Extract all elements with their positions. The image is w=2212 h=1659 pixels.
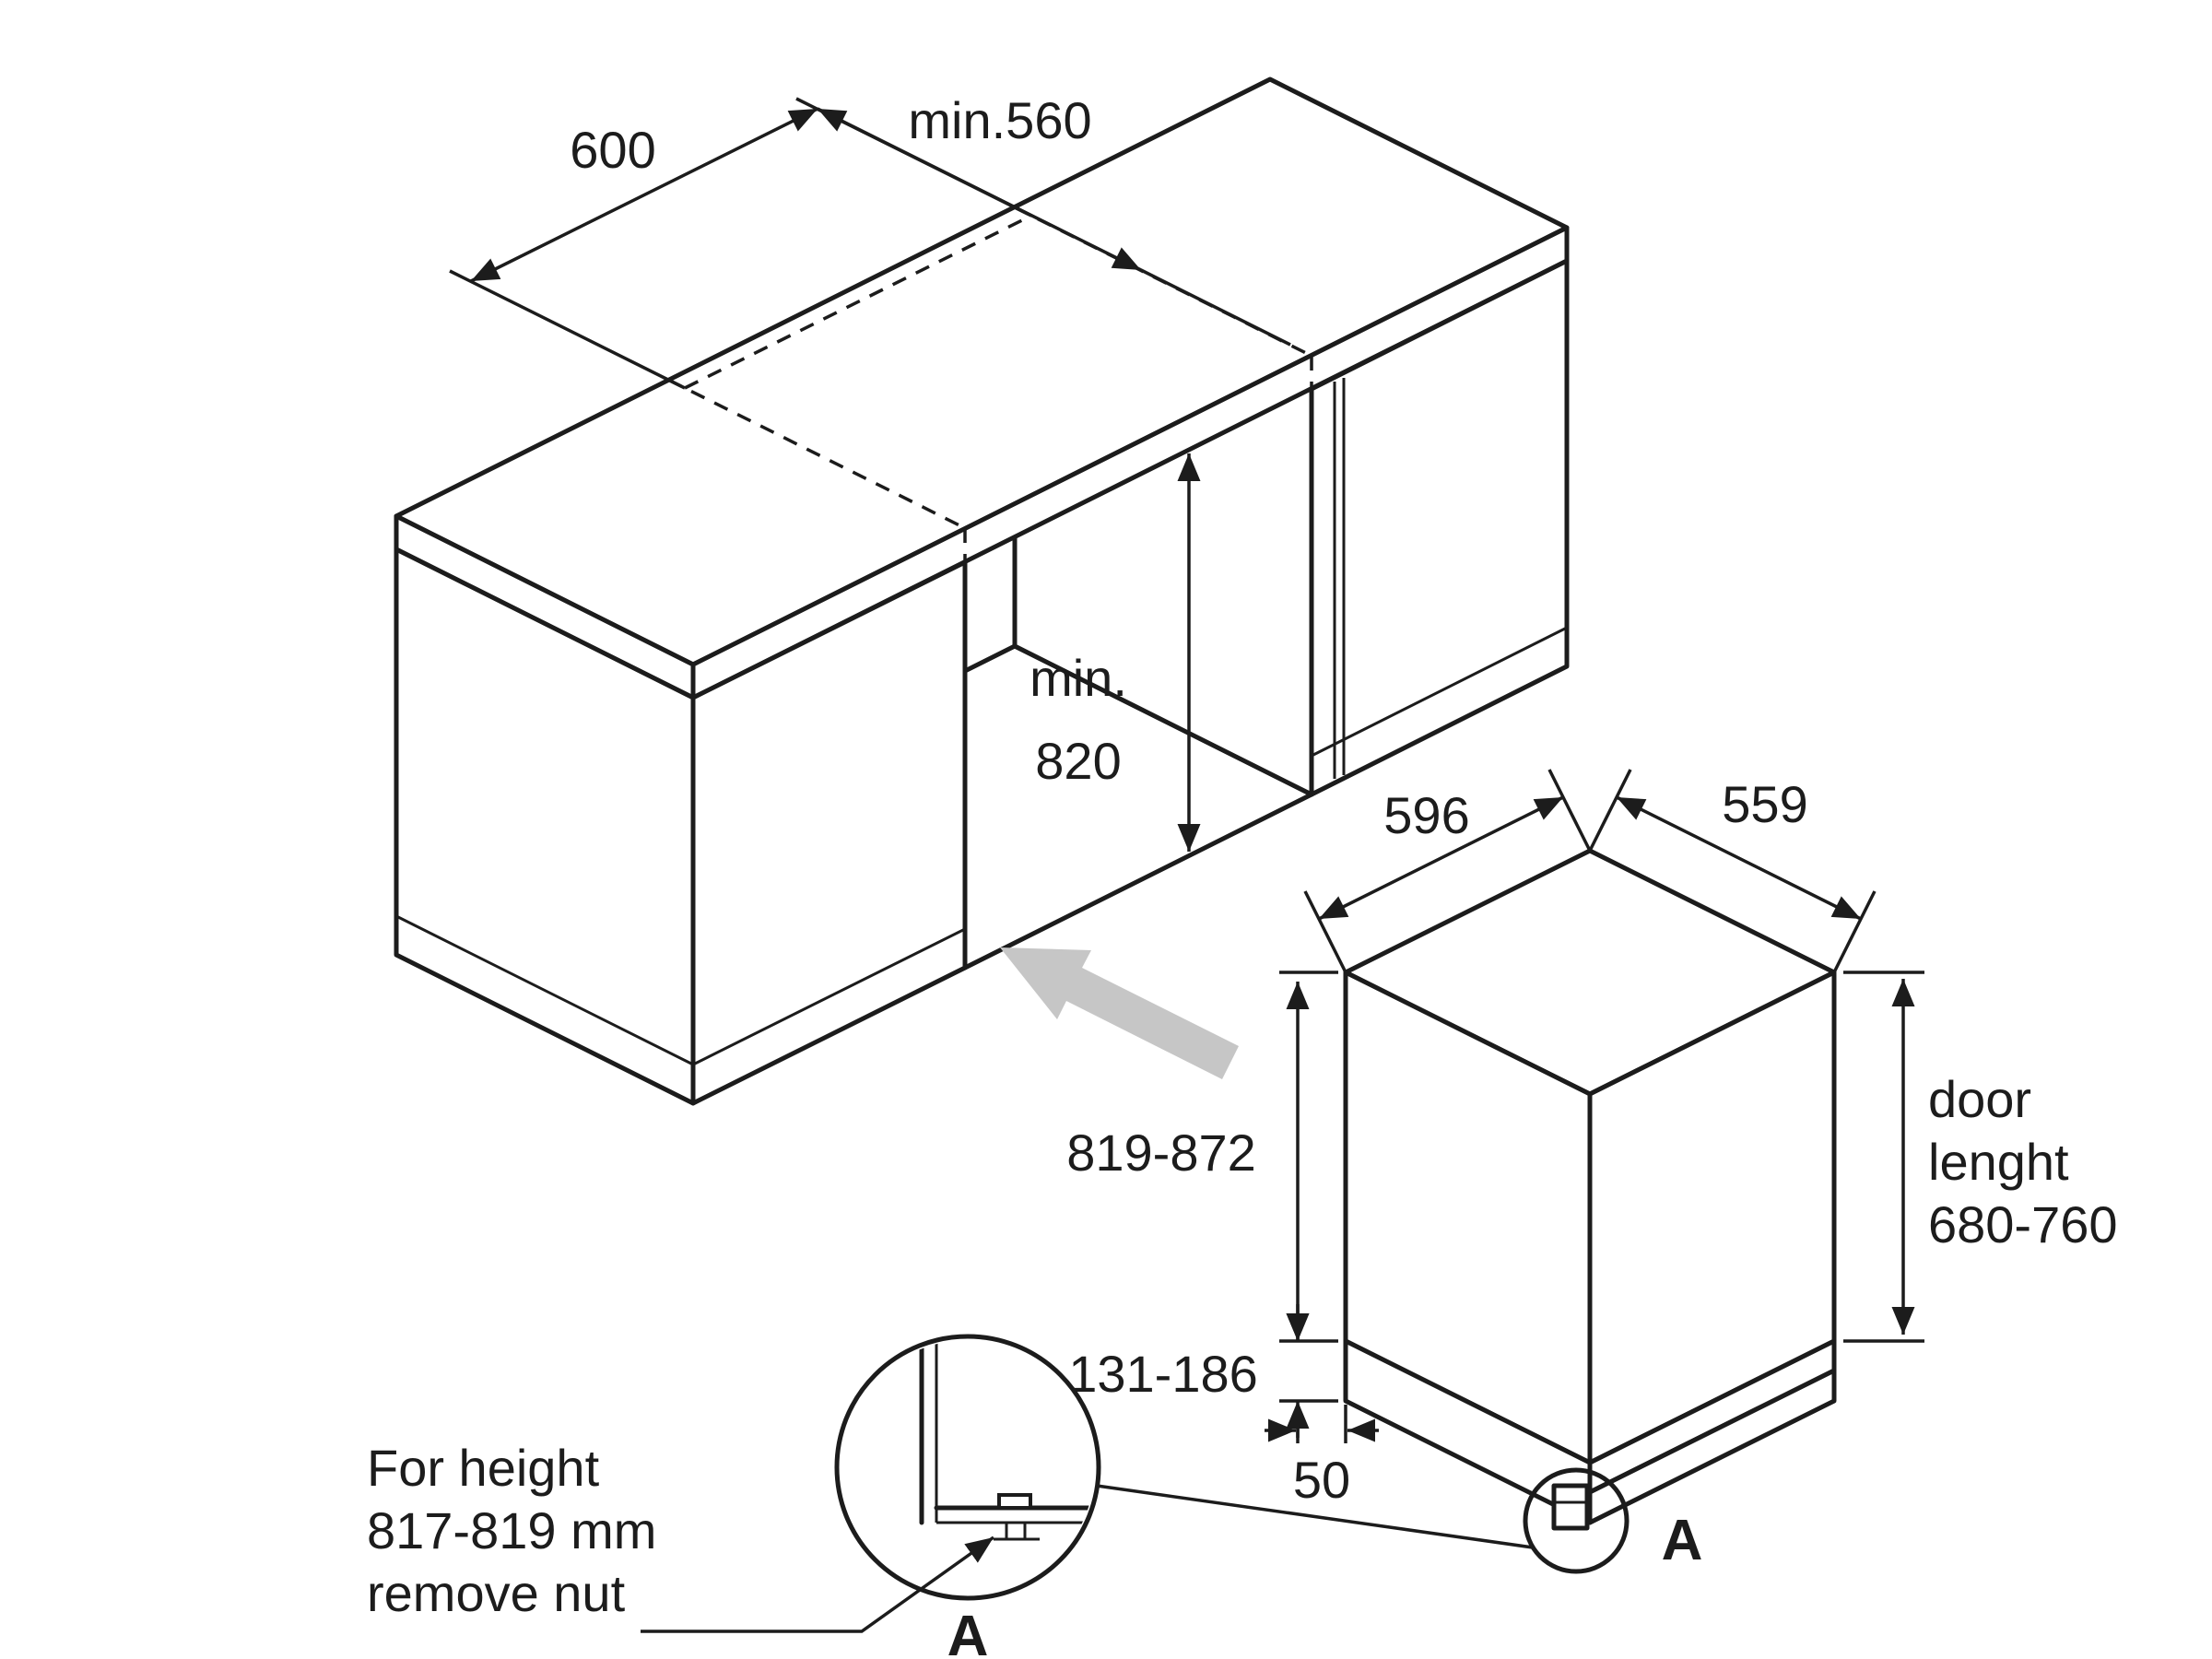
dishwasher-height-label: 819-872 <box>1066 1124 1256 1182</box>
detail-note-line-3: remove nut <box>367 1564 626 1622</box>
dimension-line <box>470 107 818 283</box>
insertion-arrow <box>1000 947 1239 1079</box>
niche-height-dimension: min. 820 <box>1030 453 1201 852</box>
extension-line <box>1588 769 1632 852</box>
detail-marker-label: A <box>1662 1509 1703 1572</box>
detail-circle <box>834 1334 1101 1601</box>
nut <box>997 1493 1032 1510</box>
dishwasher-depth-label: 559 <box>1722 775 1807 833</box>
door-length-label-2: lenght <box>1928 1133 2069 1191</box>
dishwasher-adjust-label: 131-186 <box>1068 1345 1258 1403</box>
foot-offset-dimension: 50 <box>1265 1405 1379 1509</box>
detail-callout: A For height 817-819 mm remove nut <box>367 1334 1534 1659</box>
niche-height-prefix-label: min. <box>1030 649 1127 707</box>
niche-depth-label: min.560 <box>908 91 1091 149</box>
dishwasher-width-label: 596 <box>1383 786 1469 844</box>
foot-offset-label: 50 <box>1293 1451 1350 1509</box>
dimension-line <box>1616 795 1862 921</box>
dishwasher-drawing: A <box>1343 848 1837 1574</box>
right-cabinet-kick-line <box>1311 626 1568 758</box>
kitchen-cabinet-drawing <box>394 76 1570 1106</box>
left-cabinet-kick-line <box>692 927 966 1066</box>
extension-line <box>449 269 686 390</box>
detail-drawing <box>919 1340 1095 1541</box>
detail-circle-label: A <box>947 1605 989 1659</box>
door-length-label-1: door <box>1928 1070 2031 1128</box>
detail-note-line-2: 817-819 mm <box>367 1501 656 1559</box>
dimension-line <box>817 107 1142 272</box>
dimension-line <box>1318 795 1564 921</box>
dishwasher-depth-dimension: 559 <box>1588 769 1877 973</box>
detail-leader-line <box>1096 1484 1534 1549</box>
leveling-foot <box>1551 1483 1590 1531</box>
door-length-dimension: door lenght 680-760 <box>1843 971 2118 1343</box>
extension-line <box>1832 890 1877 973</box>
left-cabinet-side-kick-line <box>395 914 694 1066</box>
detail-note-line-1: For height <box>367 1439 600 1497</box>
door-length-label-3: 680-760 <box>1928 1195 2118 1253</box>
dishwasher-height-dimension: 819-872 131-186 <box>1066 971 1338 1438</box>
niche-width-label: 600 <box>570 121 655 179</box>
note-leader-arrow <box>641 1535 995 1633</box>
left-cabinet-front <box>690 559 968 1106</box>
niche-depth-dimension: min.560 <box>817 91 1291 347</box>
extension-line <box>1303 890 1347 973</box>
niche-cut-left-dashed <box>667 378 966 530</box>
extension-line <box>1547 769 1592 852</box>
detail-marker-circle <box>1523 1467 1630 1574</box>
extension-line <box>1140 268 1291 347</box>
dishwasher-width-dimension: 596 <box>1303 769 1592 973</box>
niche-height-label: 820 <box>1035 732 1121 790</box>
dishwasher-base <box>1343 1338 1593 1525</box>
